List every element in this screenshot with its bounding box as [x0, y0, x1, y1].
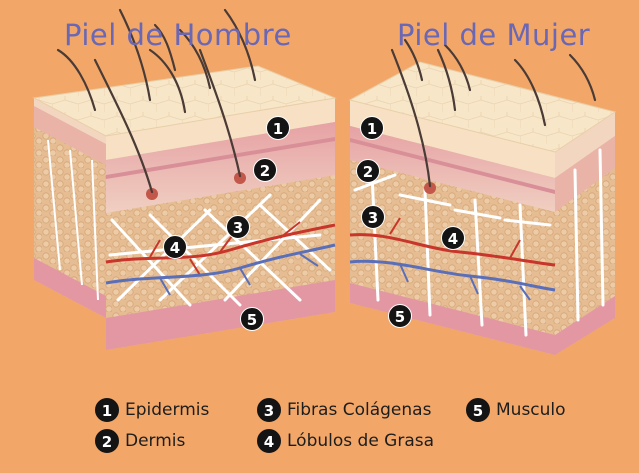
- legend-item-epidermis: 1 Epidermis: [95, 398, 209, 422]
- legend-number-badge: 1: [95, 398, 119, 422]
- legend-item-muscle: 5 Musculo: [466, 398, 566, 422]
- marker-dermis-female: 2: [356, 159, 380, 183]
- legend-label: Fibras Colágenas: [287, 400, 431, 420]
- marker-muscle-male: 5: [240, 307, 264, 331]
- legend-item-dermis: 2 Dermis: [95, 429, 185, 453]
- marker-collagen-female: 3: [361, 205, 385, 229]
- marker-fat-male: 4: [163, 235, 187, 259]
- marker-epidermis-female: 1: [360, 116, 384, 140]
- title-male-skin: Piel de Hombre: [64, 18, 292, 52]
- marker-dermis-male: 2: [253, 158, 277, 182]
- marker-muscle-female: 5: [388, 304, 412, 328]
- legend-number-badge: 3: [257, 398, 281, 422]
- legend-label: Lóbulos de Grasa: [287, 431, 434, 451]
- marker-collagen-male: 3: [226, 215, 250, 239]
- legend-label: Epidermis: [125, 400, 209, 420]
- legend-number-badge: 2: [95, 429, 119, 453]
- legend-item-collagen: 3 Fibras Colágenas: [257, 398, 431, 422]
- legend-label: Dermis: [125, 431, 185, 451]
- title-female-skin: Piel de Mujer: [397, 18, 590, 52]
- legend-item-fat: 4 Lóbulos de Grasa: [257, 429, 434, 453]
- male-skin-block: [34, 10, 335, 350]
- legend-number-badge: 4: [257, 429, 281, 453]
- marker-epidermis-male: 1: [266, 116, 290, 140]
- legend-number-badge: 5: [466, 398, 490, 422]
- legend-label: Musculo: [496, 400, 566, 420]
- marker-fat-female: 4: [441, 226, 465, 250]
